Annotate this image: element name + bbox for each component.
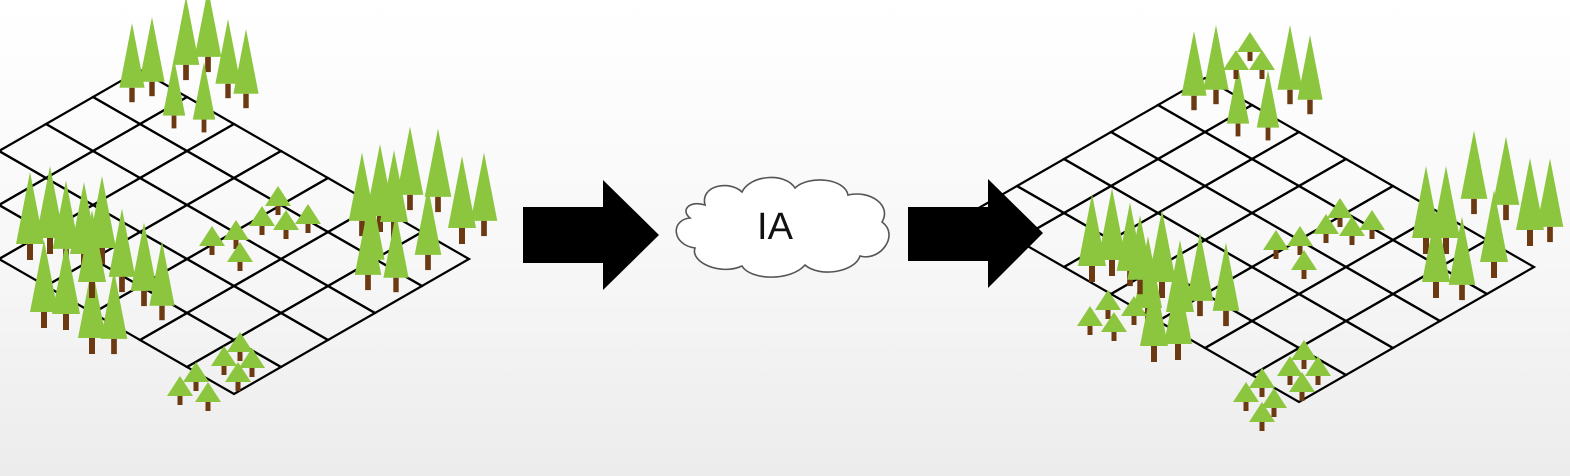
grid-tile — [137, 203, 237, 261]
small-tree-icon — [1095, 290, 1121, 319]
pine-tree-icon — [1212, 242, 1240, 327]
pine-tree-icon — [1256, 70, 1280, 141]
grid-tile — [1155, 130, 1255, 188]
pine-tree-icon — [1181, 31, 1207, 111]
arrow-right-icon — [908, 179, 1043, 288]
pine-tree-icon — [1516, 158, 1544, 246]
grid-tile — [184, 338, 284, 396]
pine-tree-icon — [1297, 35, 1323, 115]
pine-tree-icon — [119, 23, 145, 103]
grid-tile — [137, 149, 237, 207]
pine-tree-icon — [1078, 194, 1106, 282]
grid-tile — [90, 122, 190, 180]
pine-tree-icon — [194, 0, 222, 73]
grid-tile — [1249, 292, 1349, 350]
pine-tree-icon — [448, 156, 476, 244]
grid-tile — [43, 95, 143, 153]
grid-tile — [1202, 103, 1302, 161]
pine-tree-icon — [1277, 25, 1303, 105]
grid-tile — [0, 122, 96, 180]
grid-tile — [1014, 157, 1114, 215]
small-tree-icon — [1305, 356, 1331, 385]
pine-tree-icon — [192, 62, 216, 133]
pine-tree-icon — [30, 240, 58, 328]
small-tree-icon — [265, 186, 291, 215]
grid-tile — [231, 257, 331, 315]
process-label: IA — [757, 206, 793, 248]
grid-tile — [1202, 157, 1302, 215]
small-tree-icon — [223, 220, 249, 249]
forest-before — [16, 0, 498, 411]
grid-tile — [1061, 130, 1161, 188]
forest-after — [1077, 25, 1564, 431]
grid-tile — [0, 150, 49, 206]
grid-tile — [1155, 184, 1255, 242]
small-tree-icon — [1249, 50, 1275, 79]
small-tree-icon — [227, 242, 253, 271]
small-tree-icon — [1289, 372, 1315, 401]
pine-tree-icon — [1203, 25, 1229, 105]
small-tree-icon — [1287, 226, 1313, 255]
grid-tile — [43, 149, 143, 207]
grid-tile — [137, 95, 237, 153]
small-tree-icon — [195, 382, 221, 411]
small-tree-icon — [1101, 312, 1127, 341]
small-tree-icon — [1223, 50, 1249, 79]
small-tree-icon — [1291, 250, 1317, 279]
grid-tile — [1249, 346, 1349, 404]
grid-tile — [184, 284, 284, 342]
grid-tile — [1108, 103, 1208, 161]
small-tree-icon — [1263, 230, 1289, 259]
pine-tree-icon — [52, 242, 80, 330]
grid-after — [967, 76, 1537, 404]
grid-tile — [1202, 211, 1302, 269]
arrow-right-icon — [523, 180, 659, 290]
grid-tile — [278, 284, 378, 342]
cloud-icon — [675, 176, 890, 278]
grid-tile — [1343, 292, 1443, 350]
grid-tile — [1108, 157, 1208, 215]
small-tree-icon — [295, 204, 321, 233]
small-tree-icon — [1077, 306, 1103, 335]
pine-tree-icon — [1460, 130, 1488, 215]
small-tree-icon — [1339, 216, 1365, 245]
grid-tile — [1296, 157, 1396, 215]
grid-tile — [1296, 265, 1396, 323]
pine-tree-icon — [172, 0, 200, 81]
grid-tile — [184, 122, 284, 180]
